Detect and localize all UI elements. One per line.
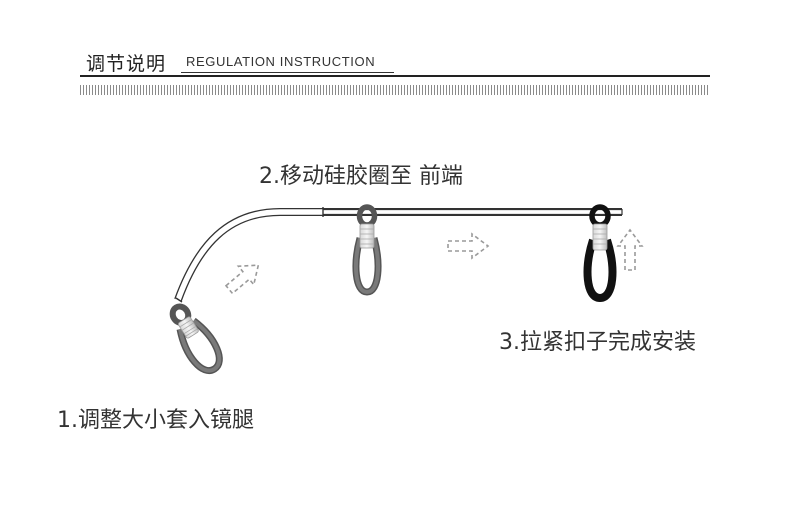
step-1-label: 1.调整大小套入镜腿 xyxy=(57,408,254,433)
eyeglass-temple-icon xyxy=(174,207,623,303)
silicone-loop-black-icon xyxy=(583,204,617,303)
title-underline xyxy=(181,72,394,73)
silicone-loop-gray-icon xyxy=(169,303,223,374)
dashed-arrow-right-icon xyxy=(447,232,490,260)
dashed-arrow-up-icon xyxy=(616,228,644,271)
hatched-divider xyxy=(80,85,710,95)
step-2-label: 2.移动硅胶圈至 前端 xyxy=(259,164,463,189)
header-rule xyxy=(80,75,710,77)
step-3-label: 3.拉紧扣子完成安装 xyxy=(499,330,696,355)
title-chinese: 调节说明 xyxy=(86,53,167,75)
silicone-loop-gray-icon xyxy=(352,204,382,296)
dashed-arrow-diagonal-icon xyxy=(224,264,260,295)
title-english: REGULATION INSTRUCTION xyxy=(186,54,376,69)
